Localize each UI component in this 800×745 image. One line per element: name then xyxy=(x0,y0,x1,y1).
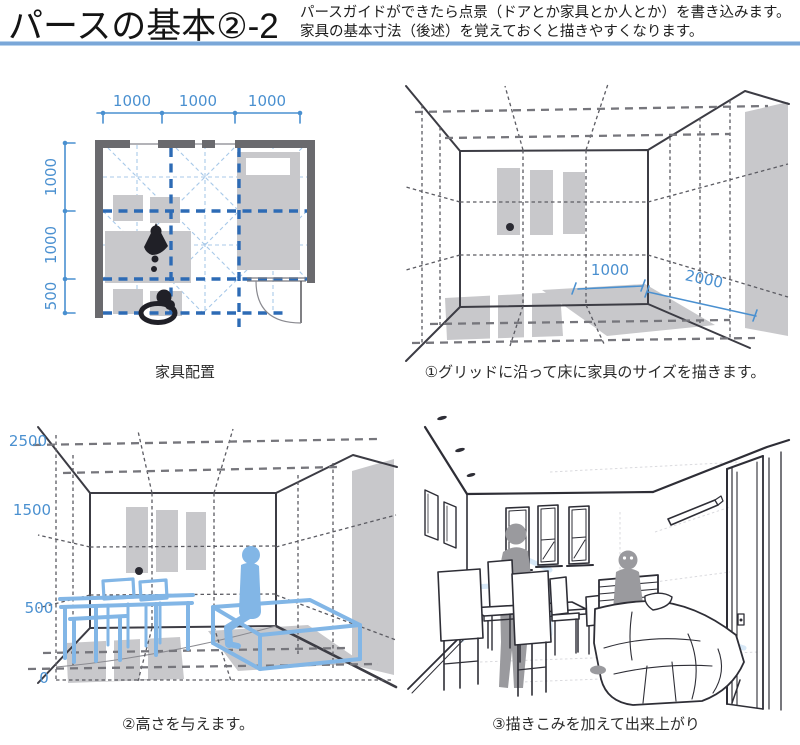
axis-label-2500: 2500 xyxy=(9,432,47,450)
dimension-pins xyxy=(62,140,76,316)
axis-label-1500: 1500 xyxy=(13,501,51,519)
floor-plan-grid-1000 xyxy=(103,148,307,327)
perspective-grid-lines xyxy=(405,83,789,347)
ceiling-lights xyxy=(437,415,476,478)
dim-floor-back: 1000 xyxy=(591,261,629,279)
right-wall-shade xyxy=(745,102,788,336)
floor-plan-top-dimensions: 1000 1000 1000 xyxy=(96,92,303,124)
caption-heights: ②高さを与えます。 xyxy=(122,716,254,733)
blue-person-silhouette xyxy=(224,546,261,649)
wall-pictures xyxy=(424,489,457,549)
caption-floor-plan: 家具配置 xyxy=(154,364,215,381)
dim-left-2: 1000 xyxy=(42,226,60,264)
bed xyxy=(590,550,745,706)
perspective-grid-drawing: 1000 2000 xyxy=(405,83,790,362)
dim-top-2: 1000 xyxy=(179,92,217,110)
axis-label-500: 500 xyxy=(25,599,54,617)
caption-finished: ③描きこみを加えて出来上がり xyxy=(492,716,700,733)
floor-plan-drawing: 1000 1000 1000 1000 1000 500 xyxy=(42,92,315,327)
door-swing xyxy=(247,277,306,324)
height-axis-labels: 2500 1500 500 0 xyxy=(9,432,53,687)
wall-dot xyxy=(135,567,143,575)
bed-floor-footprint xyxy=(542,284,715,336)
dim-top-3: 1000 xyxy=(248,92,286,110)
page-title: パースの基本②-2 xyxy=(8,7,279,46)
wall-light xyxy=(667,495,724,526)
gray-shapes xyxy=(445,102,788,340)
dimension-pins xyxy=(100,110,303,124)
floor-plan-left-dimensions: 1000 1000 500 xyxy=(42,140,76,316)
blue-furniture-sketch xyxy=(58,546,362,671)
dim-floor-right: 2000 xyxy=(683,266,724,292)
foot-shadow xyxy=(590,665,606,675)
right-wall-shade xyxy=(352,459,394,675)
bed-cover xyxy=(593,600,745,706)
dim-top-1: 1000 xyxy=(113,92,151,110)
table-floor-footprint xyxy=(66,637,184,683)
cover-folds xyxy=(603,611,723,704)
pillow-footprint xyxy=(246,158,290,175)
page-description: パースガイドができたら点景（ドアとか家具とか人とか）を書き込みます。 家具の基本… xyxy=(300,4,791,42)
header-divider xyxy=(0,41,800,46)
wall-dot xyxy=(506,223,514,231)
description-line-1: パースガイドができたら点景（ドアとか家具とか人とか）を書き込みます。 xyxy=(300,5,791,21)
dim-left-3: 500 xyxy=(42,282,60,311)
floor-plan-people xyxy=(138,223,178,325)
axis-label-0: 0 xyxy=(39,669,49,687)
floor-plan-walls xyxy=(95,140,315,318)
caption-perspective-grid: ①グリッドに沿って床に家具のサイズを描きます。 xyxy=(424,364,766,381)
finished-drawing xyxy=(407,415,791,711)
description-line-2: 家具の基本寸法（後述）を覚えておくと描きやすくなります。 xyxy=(300,24,704,40)
pillow xyxy=(644,592,673,611)
heights-drawing: 2500 1500 500 0 xyxy=(9,426,398,689)
dim-left-1: 1000 xyxy=(42,158,60,196)
table-floor-footprint xyxy=(445,292,563,340)
